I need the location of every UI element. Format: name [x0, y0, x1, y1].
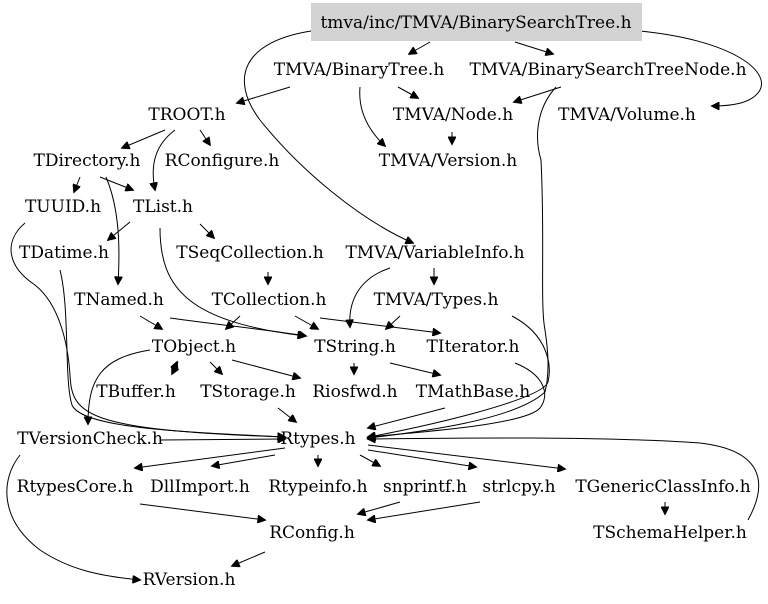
edge-binarytree-version: [359, 86, 385, 146]
edge-tbuffer-tobject: [172, 362, 177, 375]
edge-tdirectory-tnamed: [105, 176, 119, 284]
edge-tdatime-rtypes: [59, 269, 285, 437]
node-troot[interactable]: TROOT.h: [148, 105, 225, 125]
edge-tcollection-tobject: [226, 315, 241, 329]
edge-tdirectory-tlist: [99, 176, 133, 190]
edge-tobject-riosfwd: [231, 359, 300, 378]
edge-types-rtypes: [368, 315, 550, 437]
edge-rtypes-tgenericclassinfo: [367, 444, 565, 469]
edge-rconfig-rversion: [232, 551, 266, 566]
node-rconfig[interactable]: RConfig.h: [269, 523, 355, 543]
edge-tversioncheck-rversion: [6, 454, 140, 580]
edge-binarytree-node: [397, 86, 418, 98]
node-titerator[interactable]: TIterator.h: [427, 337, 520, 357]
edge-tlist-tdatime: [108, 221, 131, 240]
node-version[interactable]: TMVA/Version.h: [379, 151, 518, 171]
node-rtypescore[interactable]: RtypesCore.h: [17, 477, 134, 497]
edge-tstring-tmathbase: [389, 362, 440, 375]
edge-rtypes-rtypescore: [135, 447, 286, 468]
edge-strlcpy-rconfig: [368, 501, 481, 520]
node-node[interactable]: TMVA/Node.h: [393, 105, 513, 125]
edge-tdirectory-tuuid: [74, 176, 80, 192]
node-tstring[interactable]: TString.h: [314, 337, 396, 357]
node-variableinfo[interactable]: TMVA/VariableInfo.h: [345, 243, 524, 263]
node-binarytree[interactable]: TMVA/BinaryTree.h: [274, 60, 445, 80]
nodes: tmva/inc/TMVA/BinarySearchTree.h TMVA/Bi…: [17, 13, 751, 590]
edge-tcollection-titerator: [319, 317, 440, 333]
edge-types-tstring: [386, 315, 401, 329]
node-volume[interactable]: TMVA/Volume.h: [558, 105, 696, 125]
node-tstorage[interactable]: TStorage.h: [200, 382, 296, 402]
edge-root-volume: [639, 30, 762, 106]
node-tmathbase[interactable]: TMathBase.h: [416, 382, 530, 402]
edge-tobject-tversioncheck: [88, 349, 151, 424]
edge-bstnode-rtypes: [368, 86, 557, 438]
node-bstnode[interactable]: TMVA/BinarySearchTreeNode.h: [469, 60, 746, 80]
edge-root-bstnode: [514, 41, 553, 54]
edge-tuuid-rtypes: [10, 222, 285, 437]
edge-troot-rconfigure: [199, 129, 210, 145]
edge-variableinfo-tstring: [350, 267, 391, 327]
node-rtypeinfo[interactable]: Rtypeinfo.h: [268, 477, 367, 497]
node-strlcpy[interactable]: strlcpy.h: [482, 477, 555, 497]
node-tseqcollection[interactable]: TSeqCollection.h: [176, 243, 323, 263]
node-rversion[interactable]: RVersion.h: [143, 570, 236, 590]
node-snprintf[interactable]: snprintf.h: [383, 477, 467, 497]
node-tdirectory[interactable]: TDirectory.h: [33, 151, 140, 171]
node-tdatime[interactable]: TDatime.h: [19, 243, 109, 263]
edge-rtypes-strlcpy: [367, 449, 476, 467]
node-tcollection[interactable]: TCollection.h: [212, 290, 327, 310]
node-tuuid[interactable]: TUUID.h: [25, 197, 101, 217]
edges: [6, 29, 762, 580]
edge-titerator-rtypes: [368, 362, 546, 437]
edge-rtypes-dllimport: [212, 454, 276, 466]
edge-rtypescore-rconfig: [139, 503, 265, 520]
edge-tschemahelper-rtypes: [368, 438, 760, 521]
node-tobject[interactable]: TObject.h: [152, 337, 236, 357]
node-tlist[interactable]: TList.h: [133, 197, 193, 217]
edge-binarytree-troot: [237, 86, 291, 103]
node-riosfwd[interactable]: Riosfwd.h: [312, 382, 397, 402]
node-tbuffer[interactable]: TBuffer.h: [96, 382, 176, 402]
edge-tstorage-rtypes: [277, 407, 296, 422]
node-tschemahelper[interactable]: TSchemaHelper.h: [593, 523, 747, 543]
edge-tcollection-tstring: [294, 315, 318, 329]
edge-root-variableinfo: [243, 29, 413, 243]
node-tversioncheck[interactable]: TVersionCheck.h: [17, 429, 163, 449]
edge-rtypes-snprintf: [359, 454, 380, 466]
edge-bstnode-node: [514, 86, 562, 102]
edge-tlist-tseqcollection: [199, 223, 214, 238]
node-types[interactable]: TMVA/Types.h: [374, 290, 499, 310]
edge-troot-tdirectory: [122, 129, 166, 148]
edge-root-binarytree: [409, 41, 431, 54]
node-tnamed[interactable]: TNamed.h: [74, 290, 164, 310]
node-root[interactable]: tmva/inc/TMVA/BinarySearchTree.h: [320, 13, 631, 33]
edge-tnamed-tobject: [139, 315, 162, 329]
root-node-box: [311, 3, 642, 41]
edge-tnamed-tstring: [169, 317, 306, 336]
edge-tobject-tstorage: [209, 361, 222, 374]
node-tgenericclassinfo[interactable]: TGenericClassInfo.h: [575, 477, 750, 497]
edge-snprintf-rconfig: [358, 501, 401, 514]
edge-troot-tlist: [153, 129, 176, 190]
edge-tversioncheck-rtypes: [159, 439, 285, 440]
node-rtypes[interactable]: Rtypes.h: [280, 429, 355, 449]
node-rconfigure[interactable]: RConfigure.h: [165, 151, 280, 171]
node-dllimport[interactable]: DllImport.h: [150, 477, 250, 497]
edge-tmathbase-rtypes: [368, 407, 446, 428]
